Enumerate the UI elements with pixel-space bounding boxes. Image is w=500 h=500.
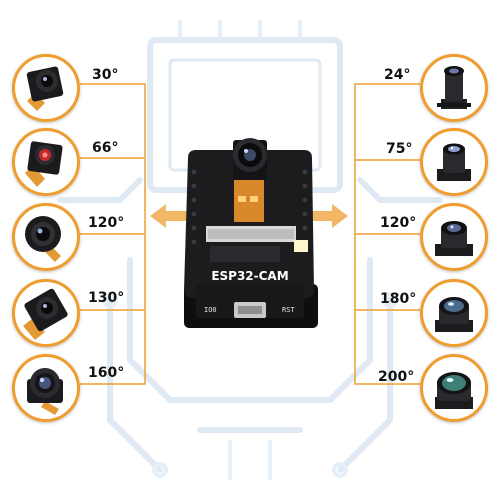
short-barrel-lens-icon — [420, 203, 488, 271]
fisheye-lens-icon — [420, 279, 488, 347]
left-angle-label: 160° — [88, 365, 125, 381]
right-angle-label: 120° — [380, 215, 417, 231]
left-angle-label: 66° — [92, 140, 119, 156]
right-arrow-icon — [310, 204, 348, 228]
barrel-lens-icon — [420, 128, 488, 196]
left-angle-label: 120° — [88, 215, 125, 231]
io0-label: IO0 — [204, 306, 217, 314]
square-module-lens-icon — [12, 54, 80, 122]
lens-option — [420, 128, 488, 196]
square-wide-lens-icon — [12, 279, 80, 347]
right-angle-label: 200° — [378, 369, 415, 385]
rst-label: RST — [282, 306, 295, 314]
left-angle-label: 130° — [88, 290, 125, 306]
round-wide-lens-icon — [12, 203, 80, 271]
lens-option — [420, 279, 488, 347]
long-barrel-lens-icon — [420, 54, 488, 122]
lens-option — [12, 279, 80, 347]
left-arrow-icon — [150, 204, 188, 228]
left-angle-label: 30° — [92, 67, 119, 83]
wide-fisheye-lens-icon — [420, 354, 488, 422]
lens-option — [420, 203, 488, 271]
right-angle-label: 24° — [384, 67, 411, 83]
lens-option — [12, 203, 80, 271]
lens-option — [12, 54, 80, 122]
lens-option — [420, 354, 488, 422]
lens-option — [420, 54, 488, 122]
board-label: ESP32-CAM — [211, 269, 288, 283]
right-angle-label: 180° — [380, 291, 417, 307]
red-square-module-lens-icon — [12, 128, 80, 196]
lens-option — [12, 128, 80, 196]
fisheye-module-lens-icon — [12, 354, 80, 422]
lens-option — [12, 354, 80, 422]
right-angle-label: 75° — [386, 141, 413, 157]
